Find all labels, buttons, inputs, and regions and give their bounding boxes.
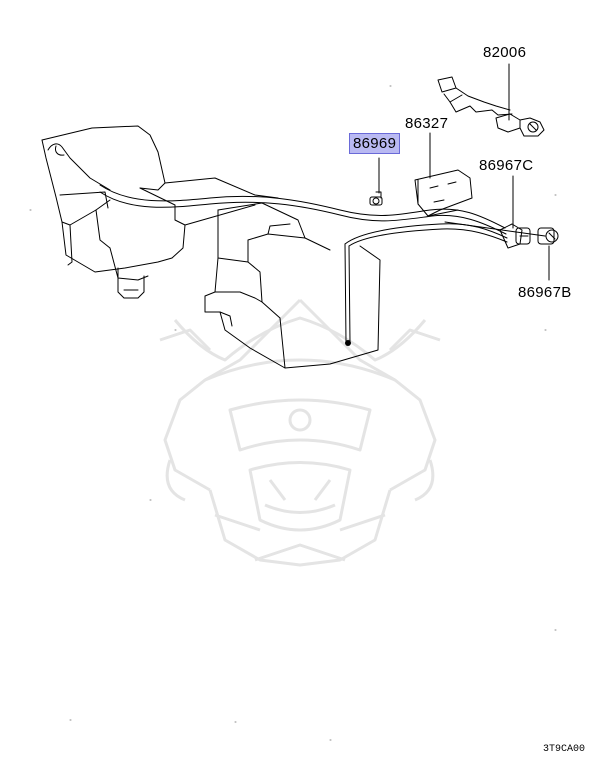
callout-86327: 86327 [405,115,449,132]
callout-86967c: 86967C [479,157,534,174]
watermark-logo [159,298,441,567]
callout-82006: 82006 [483,44,527,61]
washer-motor-assembly [41,125,279,299]
callout-86969-highlighted[interactable]: 86969 [349,133,401,154]
nozzle-86967b [537,227,559,245]
nozzle-86967c [499,223,531,249]
assembly-drawing [29,63,559,741]
bolt-86969 [369,191,383,206]
callout-86967b: 86967B [518,284,572,301]
connector-82006 [437,76,545,137]
hose-lines [99,184,546,343]
leader-lines [378,63,550,281]
reservoir-tank [204,202,381,369]
bracket-86327 [414,169,473,217]
diagram-code: 3T9CA00 [543,744,586,755]
scan-specks [29,85,557,741]
hose-end-dot [345,340,351,346]
